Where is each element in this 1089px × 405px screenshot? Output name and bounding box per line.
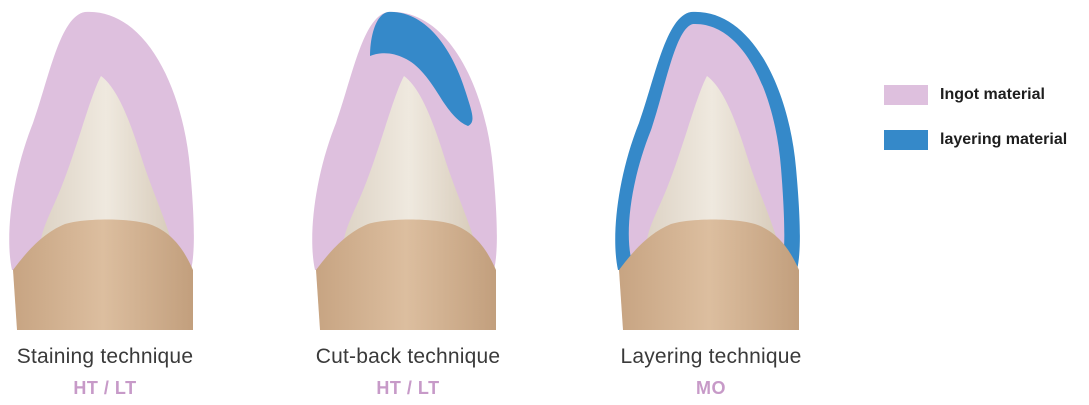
technique-material: MO xyxy=(591,377,831,399)
technique-title: Staining technique xyxy=(0,345,225,369)
technique-title: Layering technique xyxy=(591,345,831,369)
tooth-diagram-cutback xyxy=(308,8,508,330)
legend-label: Ingot material xyxy=(940,86,1045,104)
caption-layering: Layering technique MO xyxy=(591,345,831,399)
legend: Ingot material layering material xyxy=(884,82,1067,172)
legend-swatch-layering xyxy=(884,130,928,150)
technique-title: Cut-back technique xyxy=(288,345,528,369)
technique-material: HT / LT xyxy=(0,377,225,399)
technique-material: HT / LT xyxy=(288,377,528,399)
tooth-diagram-staining xyxy=(5,8,205,330)
tooth-diagram-layering xyxy=(611,8,811,330)
caption-cutback: Cut-back technique HT / LT xyxy=(288,345,528,399)
legend-label: layering material xyxy=(940,131,1067,149)
legend-swatch-ingot xyxy=(884,85,928,105)
caption-staining: Staining technique HT / LT xyxy=(0,345,225,399)
legend-item-layering: layering material xyxy=(884,127,1067,153)
legend-item-ingot: Ingot material xyxy=(884,82,1067,108)
